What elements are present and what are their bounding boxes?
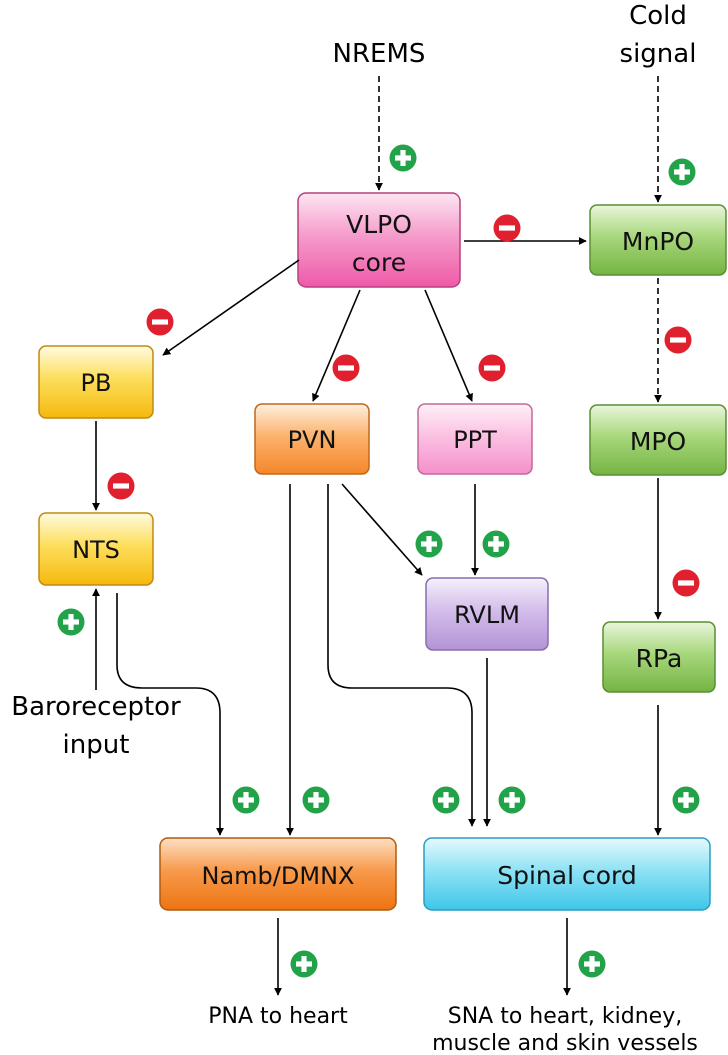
output-pna-label: PNA to heart: [208, 1004, 348, 1029]
node-rvlm-label: RVLM: [454, 601, 520, 629]
node-pvn: PVN: [254, 403, 370, 475]
plus-sign-icon: [302, 786, 330, 814]
input-baroreceptor-label-line1: Baroreceptor: [11, 692, 181, 722]
node-vlpo-label-line2: core: [352, 248, 406, 277]
input-baroreceptor-label-line2: input: [63, 730, 130, 760]
arrow-pvn-to-rvlm: [341, 483, 423, 576]
arrow-vlpo-to-ppt: [424, 289, 473, 402]
node-nts-label: NTS: [72, 536, 120, 564]
plus-sign-icon: [232, 786, 260, 814]
node-mpo: MPO: [589, 404, 727, 476]
node-pb: PB: [38, 345, 154, 419]
arrow-vlpo-to-pvn: [312, 289, 361, 402]
minus-sign-icon: [478, 354, 506, 382]
minus-sign-icon: [146, 308, 174, 336]
input-cold-label-line1: Cold: [629, 1, 687, 31]
node-mnpo-label: MnPO: [622, 227, 694, 256]
node-pvn-label: PVN: [288, 426, 337, 454]
plus-sign-icon: [578, 950, 606, 978]
node-pb-label: PB: [81, 369, 112, 397]
node-spinal-label: Spinal cord: [497, 861, 637, 890]
input-nrems-label: NREMS: [333, 39, 426, 69]
minus-sign-icon: [493, 214, 521, 242]
arrow-nts-to-namb: [116, 593, 224, 836]
minus-sign-icon: [664, 326, 692, 354]
output-sna-label-line2: muscle and skin vessels: [432, 1031, 698, 1055]
node-vlpo-label-line1: VLPO: [346, 210, 412, 239]
node-rpa: RPa: [602, 621, 716, 693]
node-ppt: PPT: [417, 403, 533, 475]
node-nts: NTS: [38, 512, 154, 586]
arrow-vlpo-to-pb: [162, 259, 300, 356]
output-sna-label-line1: SNA to heart, kidney,: [448, 1004, 682, 1029]
node-mpo-label: MPO: [630, 427, 686, 456]
node-mnpo: MnPO: [589, 204, 727, 276]
node-vlpo: VLPO core: [297, 192, 461, 288]
minus-sign-icon: [332, 354, 360, 382]
minus-sign-icon: [672, 569, 700, 597]
node-namb-dmnx: Namb/DMNX: [159, 837, 397, 911]
plus-sign-icon: [290, 950, 318, 978]
plus-sign-icon: [672, 786, 700, 814]
minus-sign-icon: [107, 472, 135, 500]
plus-sign-icon: [668, 158, 696, 186]
input-cold-label-line2: signal: [620, 39, 697, 69]
arrow-pvn-to-spinal: [327, 484, 476, 827]
node-namb-label: Namb/DMNX: [202, 862, 355, 890]
plus-sign-icon: [415, 530, 443, 558]
plus-sign-icon: [432, 786, 460, 814]
plus-sign-icon: [498, 786, 526, 814]
node-spinal-cord: Spinal cord: [423, 837, 711, 911]
plus-sign-icon: [389, 144, 417, 172]
node-rpa-label: RPa: [636, 644, 683, 673]
plus-sign-icon: [482, 530, 510, 558]
node-rvlm: RVLM: [425, 577, 549, 651]
plus-sign-icon: [57, 608, 85, 636]
node-ppt-label: PPT: [453, 426, 497, 454]
